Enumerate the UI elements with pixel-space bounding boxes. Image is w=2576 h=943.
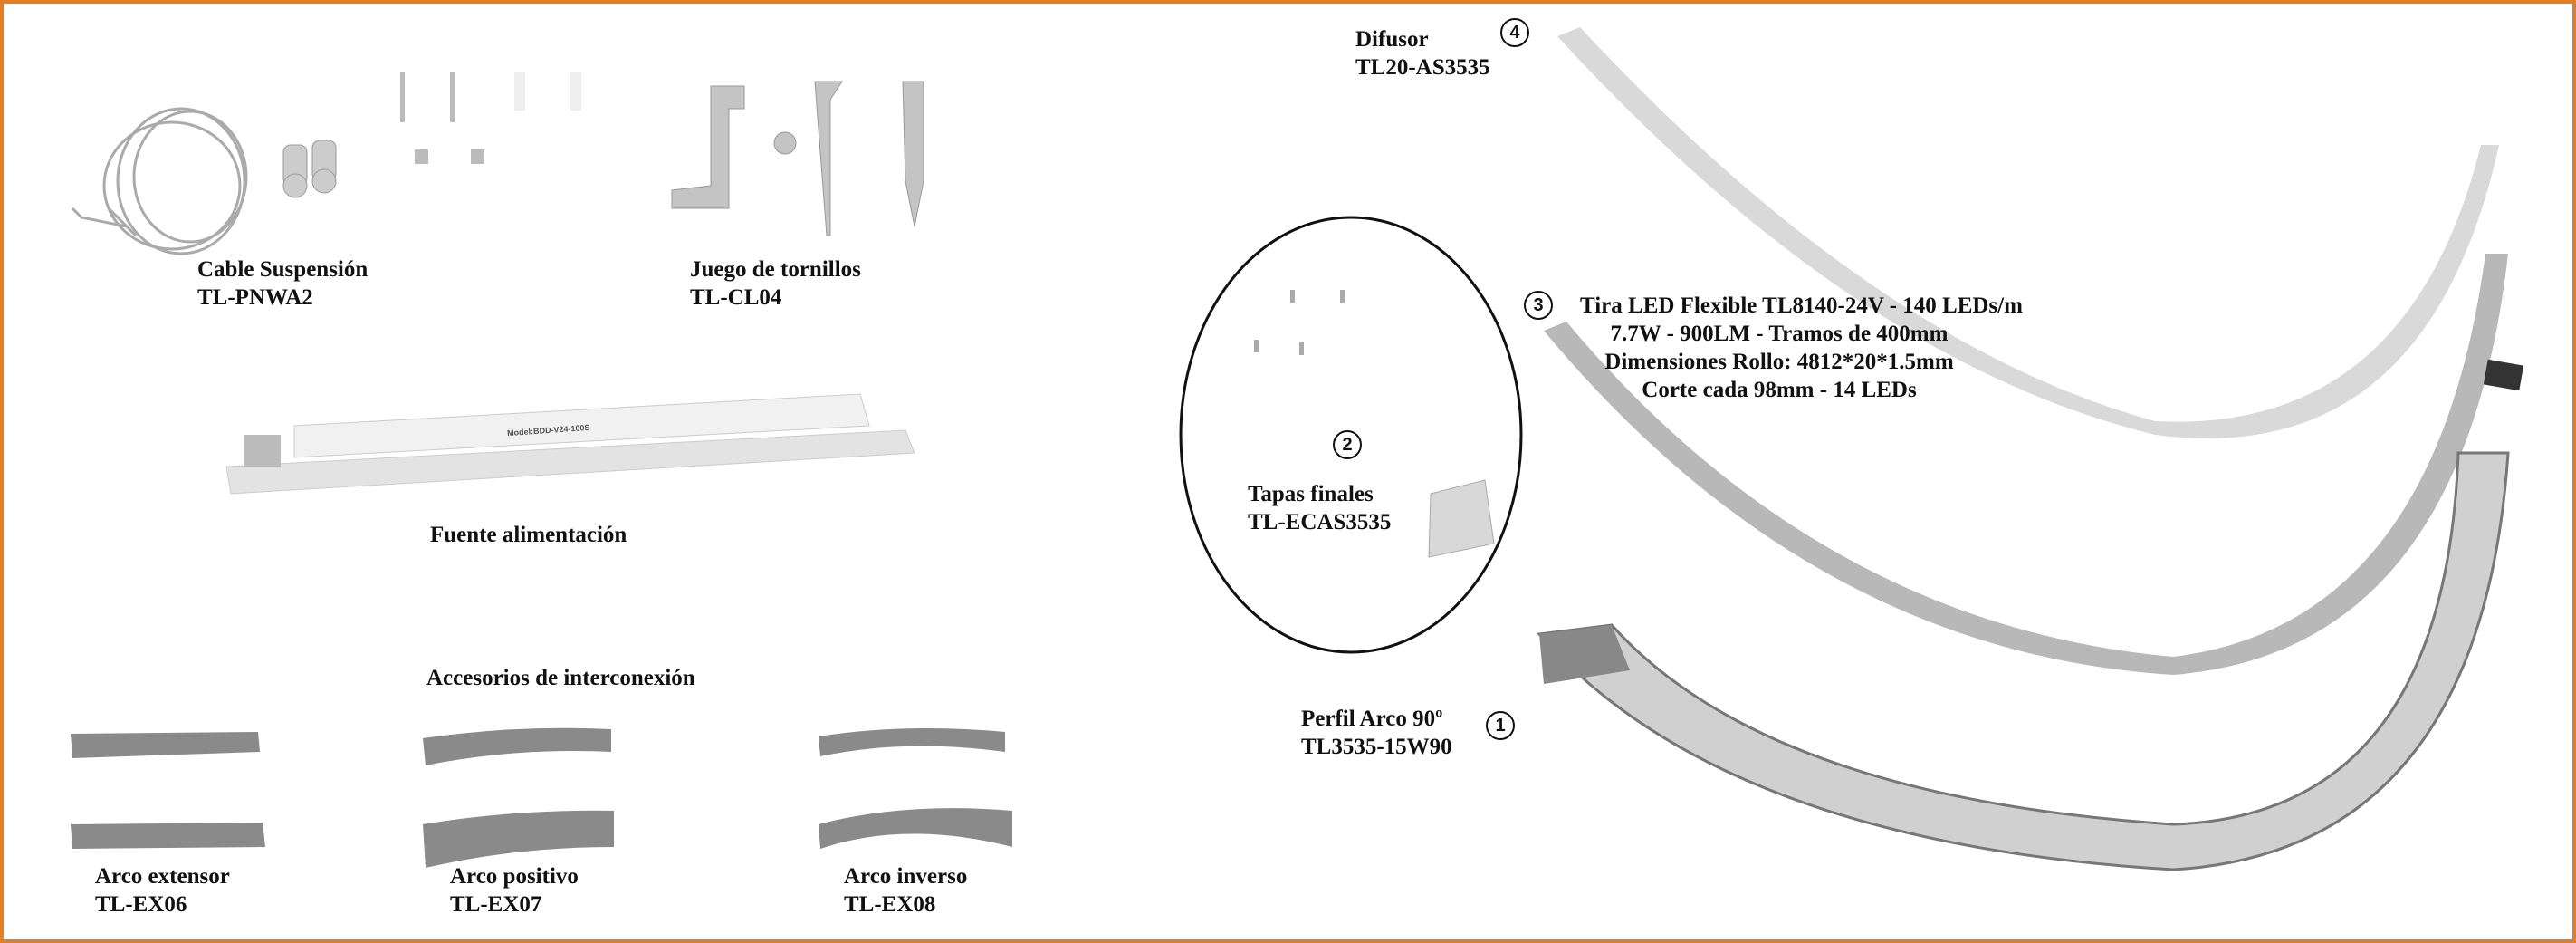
accessories-title: Accesorios de interconexión — [426, 666, 695, 690]
end-caps-number-badge: 2 — [1333, 430, 1362, 459]
accessory-name: Arco extensor — [95, 864, 230, 889]
strip-number-badge: 3 — [1524, 291, 1553, 320]
end-caps-image — [1254, 290, 1495, 558]
small-screws — [400, 72, 581, 164]
profile-code: TL3535-15W90 — [1301, 735, 1452, 759]
accessory-code: TL-EX07 — [450, 892, 542, 917]
end-caps-highlight-ellipse — [1179, 216, 1523, 654]
strip-spec-line: Dimensiones Rollo: 4812*20*1.5mm — [1604, 350, 1954, 374]
cable-suspension-label: Cable Suspensión TL-PNWA2 — [197, 255, 368, 312]
led-strip-image — [1544, 254, 2524, 675]
cable-suspension-code: TL-PNWA2 — [197, 285, 313, 310]
accessory-code: TL-EX06 — [95, 892, 187, 917]
end-caps-name: Tapas finales — [1248, 482, 1374, 506]
diffuser-number-badge: 4 — [1500, 18, 1529, 47]
led-strip-specs: Tira LED Flexible TL8140-24V - 140 LEDs/… — [1580, 292, 2023, 404]
diffuser-label: Difusor TL20-AS3535 — [1355, 25, 1490, 82]
diffuser-name: Difusor — [1355, 27, 1429, 52]
connector-images — [71, 727, 1012, 868]
end-caps-label: Tapas finales TL-ECAS3535 — [1248, 480, 1391, 536]
cable-grippers — [282, 140, 337, 198]
profile-label: Perfil Arco 90º TL3535-15W90 — [1301, 705, 1452, 761]
diffuser-code: TL20-AS3535 — [1355, 55, 1490, 80]
profile-name: Perfil Arco 90º — [1301, 707, 1443, 731]
accessory-code: TL-EX08 — [844, 892, 936, 917]
accessory-name: Arco inverso — [844, 864, 968, 889]
end-caps-code: TL-ECAS3535 — [1248, 510, 1392, 534]
strip-spec-line: Corte cada 98mm - 14 LEDs — [1642, 378, 1917, 402]
cable-suspension-name: Cable Suspensión — [197, 257, 369, 282]
screw-set-name: Juego de tornillos — [690, 257, 861, 282]
screw-set-label: Juego de tornillos TL-CL04 — [690, 255, 861, 312]
accessory-item: Arco positivo TL-EX07 — [450, 862, 579, 919]
profile-number-badge: 1 — [1486, 711, 1515, 740]
accessory-item: Arco inverso TL-EX08 — [844, 862, 967, 919]
screw-set-image — [671, 81, 924, 236]
strip-spec-line: 7.7W - 900LM - Tramos de 400mm — [1610, 322, 1949, 346]
suspension-cable-image — [71, 107, 248, 255]
power-supply-label: Fuente alimentación — [430, 523, 627, 547]
strip-spec-line: Tira LED Flexible TL8140-24V - 140 LEDs/… — [1580, 293, 2023, 318]
accessory-name: Arco positivo — [450, 864, 579, 889]
power-supply-image — [225, 393, 915, 495]
arc-profile-image — [1537, 451, 2510, 871]
screw-set-code: TL-CL04 — [690, 285, 782, 310]
accessory-item: Arco extensor TL-EX06 — [95, 862, 230, 919]
